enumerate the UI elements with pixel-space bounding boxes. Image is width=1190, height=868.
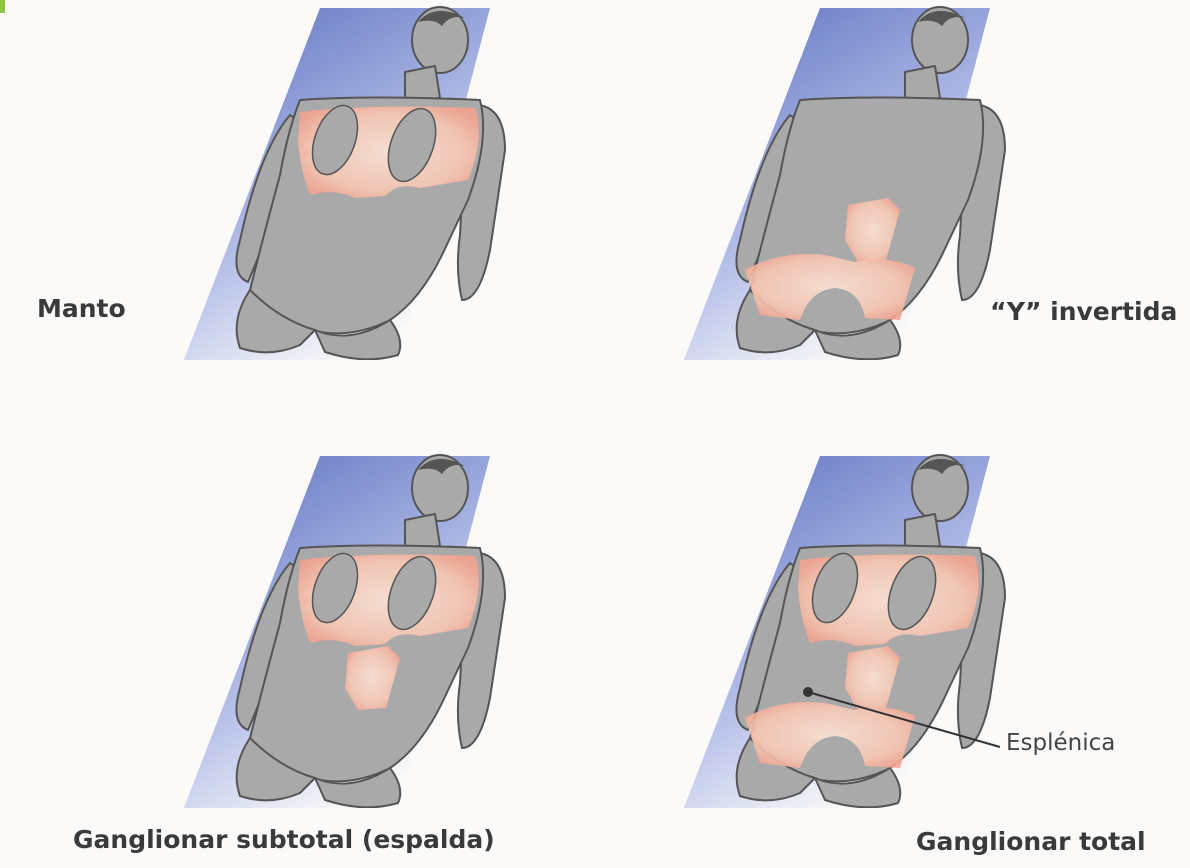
callout-esplenica: Esplénica bbox=[1006, 730, 1115, 756]
callout-line bbox=[808, 692, 1000, 747]
